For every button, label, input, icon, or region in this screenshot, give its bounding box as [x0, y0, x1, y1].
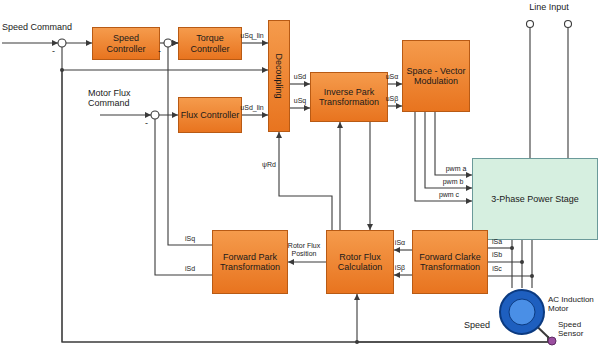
summing-junction [151, 111, 159, 119]
power-stage-box: 3-Phase Power Stage [472, 158, 598, 240]
controller-box: Flux Controller [178, 97, 242, 133]
signal-connector [388, 105, 402, 106]
signal-label: uSq [294, 97, 306, 105]
signal-label: iSb [486, 251, 508, 259]
signal-connector [394, 274, 412, 275]
signal-connector [288, 261, 326, 262]
sign-label: - [158, 46, 166, 56]
junction-dot [60, 68, 64, 72]
signal-connector [394, 249, 412, 250]
signal-connector [290, 107, 310, 108]
signal-label: uSd [294, 73, 306, 81]
node-text: Forward Clarke Transformation [413, 252, 487, 273]
transform-box: Inverse Park Transformation [310, 72, 388, 122]
summing-junction [164, 39, 172, 47]
terminal [527, 21, 534, 28]
transform-box: Forward Clarke Transformation [412, 230, 488, 294]
signal-label: pwm b [443, 178, 464, 186]
current-tap [482, 275, 532, 276]
node-text: 3-Phase Power Stage [491, 194, 579, 204]
modulation-box: Space - Vector Modulation [402, 40, 470, 112]
signal-connector [388, 83, 402, 84]
node-text: Rotor Flux Calculation [327, 252, 393, 273]
signal-connector [425, 112, 472, 188]
signal-label: iSa [486, 238, 508, 246]
junction-dot [520, 260, 524, 264]
node-text: Flux Controller [181, 110, 240, 120]
signal-connector [242, 42, 268, 43]
junction-dot [355, 340, 359, 344]
signal-label: pwm a [446, 165, 467, 173]
speed-sensor [548, 337, 556, 345]
signal-connector [155, 115, 212, 275]
signal-label: uSβ [386, 95, 399, 103]
signal-label: uSα [386, 73, 399, 81]
supply-wire [567, 28, 568, 158]
node-text: Decoupling [274, 53, 284, 98]
node-text: Inverse Park Transformation [311, 87, 387, 108]
signal-connector [369, 122, 370, 230]
sign-label: - [52, 46, 60, 56]
command-line [100, 114, 151, 115]
terminal [565, 21, 572, 28]
junction-dot [510, 246, 514, 250]
controller-box: Speed Controller [92, 27, 160, 60]
input-label: Speed Command [2, 22, 87, 32]
signal-label: uSq_lin [240, 32, 263, 40]
signal-connector [531, 240, 532, 288]
speed-label: Speed [464, 320, 498, 330]
signal-label: iSα [395, 239, 405, 247]
node-text: AC Induction Motor [548, 295, 594, 313]
signal-connector [242, 114, 268, 115]
current-tap [482, 261, 522, 262]
motor-body [500, 290, 544, 334]
input-label: Motor Flux Command [88, 88, 148, 109]
controller-box: Torque Controller [178, 27, 242, 60]
signal-label: iSq [185, 235, 195, 243]
node-text: Forward Park Transformation [213, 252, 287, 273]
signal-connector [168, 43, 212, 245]
signal-label: iSc [486, 265, 508, 273]
command-line [2, 42, 58, 43]
signal-label: iSd [185, 265, 195, 273]
node-text: Torque Controller [179, 33, 241, 54]
signal-connector [435, 112, 472, 175]
signal-label: iSβ [395, 264, 405, 272]
sign-label: - [145, 118, 153, 128]
signal-connector [279, 132, 332, 230]
decoupling-box: Decoupling [268, 20, 290, 132]
summing-junction [58, 39, 66, 47]
signal-label: Rotor Flux Position [284, 242, 324, 258]
transform-box: Forward Park Transformation [212, 230, 288, 294]
signal-connector [415, 112, 472, 201]
calculation-box: Rotor Flux Calculation [326, 230, 394, 294]
terminal-label: Line Input [519, 2, 579, 12]
signal-connector [290, 83, 310, 84]
node-text: Speed Controller [93, 33, 159, 54]
motor-rotor [509, 299, 535, 325]
supply-wire [529, 28, 530, 158]
signal-label: pwm c [439, 191, 459, 199]
junction-dot [530, 274, 534, 278]
sensor-label: Speed Sensor [558, 320, 598, 338]
motor-circle [498, 288, 546, 336]
signal-label: uSd_lin [240, 104, 263, 112]
signal-connector [339, 122, 340, 230]
signal-label: ψRd [262, 161, 276, 169]
node-text: Space - Vector Modulation [403, 66, 469, 87]
